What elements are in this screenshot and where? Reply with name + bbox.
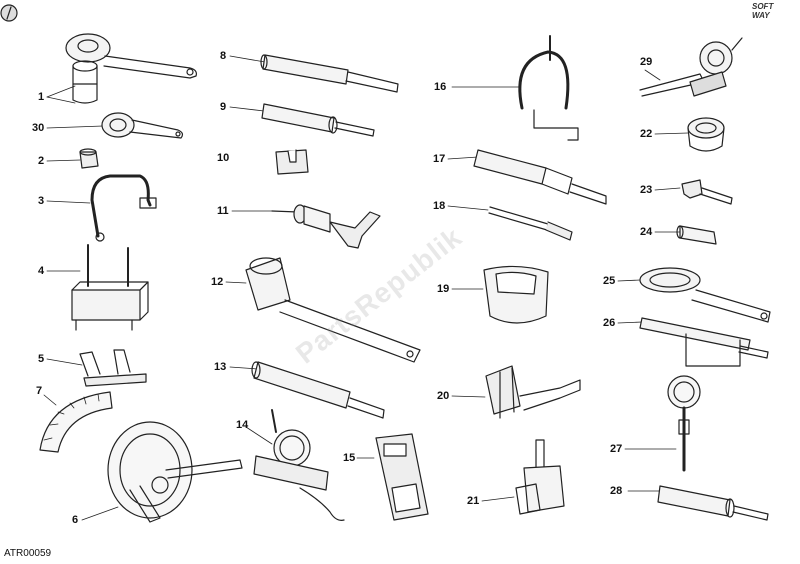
callout-label: 28 [610,485,623,497]
tool-29-lever [639,37,743,97]
callout-label: 9 [220,101,227,113]
tool-23-clip [681,179,733,205]
tool-18-rod [488,206,573,241]
callout-label: 2 [38,155,45,167]
tool-26-bracket [639,317,769,367]
callout-label: 30 [32,122,45,134]
callout-label: 8 [220,50,227,62]
tool-13-tube [251,361,385,419]
tool-6-degree-plate [107,421,243,523]
tool-17-tube [473,149,607,205]
tool-3-bent-rod [90,174,157,242]
tool-5-plate-bracket [79,349,147,387]
callout-label: 20 [437,390,450,402]
callout-label: 12 [211,276,224,288]
tool-12-box-wrench [245,257,421,363]
callout-label: 27 [610,443,623,455]
tool-11-tap-handle [271,204,381,249]
brand-logo-line: WAY [752,11,770,20]
callout-label: 4 [38,265,45,277]
callout-label: 1 [38,91,45,103]
callout-label: 24 [640,226,653,238]
brand-logo: SOFT WAY [752,2,794,22]
tool-14-dial-gauge [253,409,345,521]
callout-label: 13 [214,361,227,373]
callout-label: 21 [467,495,480,507]
callout-label: 11 [217,205,229,217]
callout-label: 19 [437,283,450,295]
tool-16-clamp [518,35,579,141]
tool-24-pin [676,225,717,245]
tool-19-meter [483,265,549,324]
callout-label: 17 [433,153,446,165]
tool-2-nut [79,148,99,169]
drawing-code: ATR00059 [4,548,52,559]
callout-label: 25 [603,275,616,287]
tool-7-degree-wheel [39,391,113,453]
callout-label: 29 [640,56,653,68]
tool-15-tester [375,433,429,521]
tool-9-puller [261,103,375,137]
callout-label: 5 [38,353,45,365]
callout-label: 26 [603,317,616,329]
tool-22-ring [687,117,725,152]
tool-1-socket-wrench [65,33,197,104]
tool-27-bore-gauge [667,375,701,472]
callout-label: 22 [640,128,653,140]
callout-label: 14 [236,419,249,431]
tool-30-ring-spanner [101,112,184,139]
callout-label: 3 [38,195,45,207]
tool-4-stud-stand [71,244,149,331]
tool-8-puller [260,54,399,93]
callout-label: 6 [72,514,79,526]
callout-label: 7 [36,385,43,397]
callout-label: 15 [343,452,356,464]
brand-logo-line: SOFT [752,2,774,11]
tool-25-ring-spanner [639,267,771,323]
tool-10-slot-plate [275,149,309,175]
leader-lines [43,55,689,521]
tool-20-fixture [485,365,581,419]
callout-label: 10 [217,152,230,164]
callout-label: 18 [433,200,446,212]
callout-label: 23 [640,184,653,196]
callout-label: 16 [434,81,447,93]
tool-21-press-block [515,439,565,515]
circle-slash-icon [0,4,18,22]
tool-28-tube [657,485,769,521]
